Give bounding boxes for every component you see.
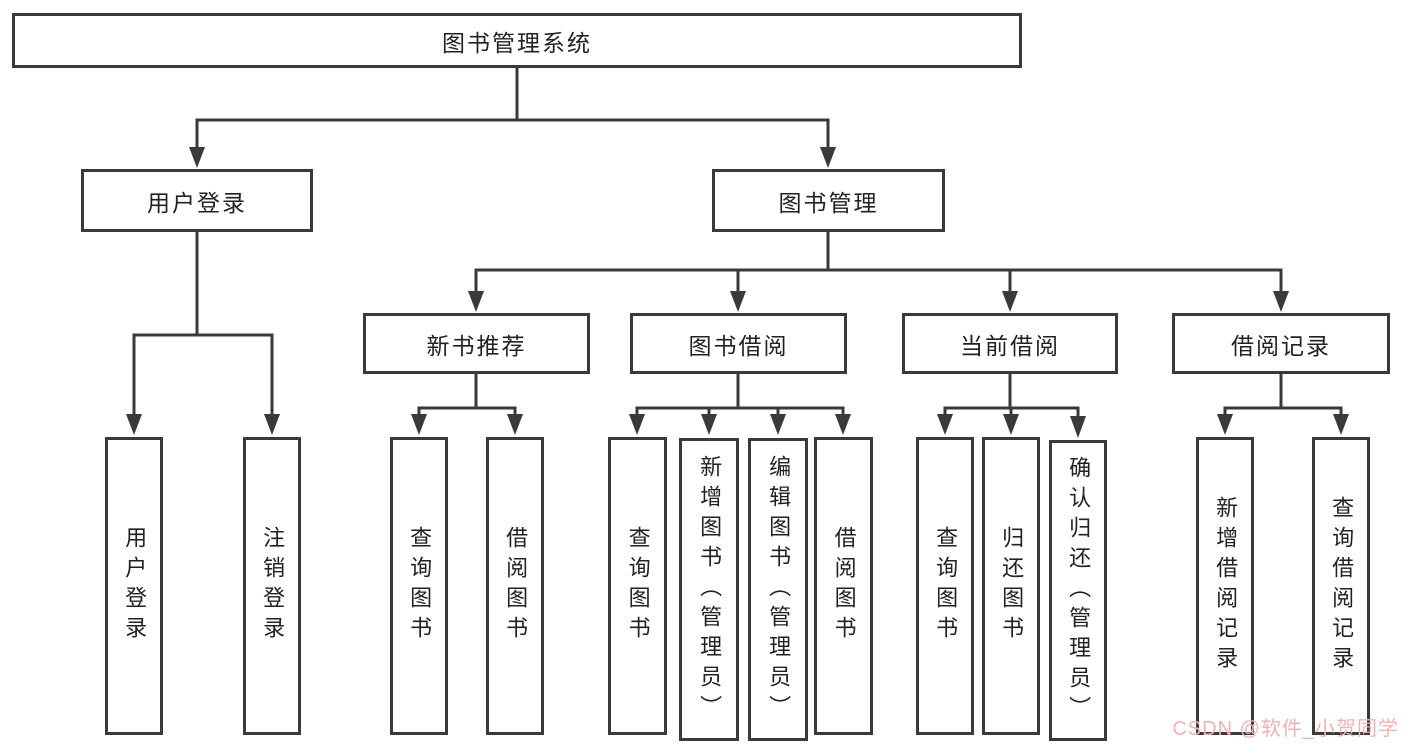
arrowhead: [264, 414, 280, 435]
leaf-label: 查询图书: [625, 526, 651, 646]
csdn-watermark: CSDN @软件_小贺同学: [1172, 718, 1399, 740]
arrowhead: [629, 414, 645, 435]
connector-borrow-branch: [635, 374, 845, 416]
leaf-label: 查询借阅记录: [1329, 496, 1355, 676]
arrowhead: [937, 414, 953, 435]
leaf-label: 编辑图书（管理员）: [766, 454, 792, 725]
arrowhead: [411, 414, 427, 435]
leaf-label: 确认归还（管理员）: [1066, 455, 1092, 726]
arrowhead: [835, 414, 851, 435]
arrowhead: [1333, 414, 1349, 435]
leaf-query-books-current: 查询图书: [916, 437, 974, 735]
node-label: 图书管理: [778, 189, 879, 216]
connector-root-to-level2: [195, 68, 830, 150]
node-root-system: 图书管理系统: [12, 13, 1022, 68]
arrowhead: [1273, 291, 1289, 312]
arrowhead: [1070, 416, 1086, 438]
arrowhead: [189, 147, 205, 168]
leaf-label: 注销登录: [260, 526, 286, 646]
node-label: 当前借阅: [960, 332, 1060, 359]
arrowhead: [468, 291, 484, 312]
arrowhead: [770, 414, 786, 435]
leaf-add-borrow-record: 新增借阅记录: [1196, 437, 1254, 735]
arrowhead: [126, 414, 142, 435]
leaf-query-borrow-record: 查询借阅记录: [1312, 437, 1370, 735]
node-current-borrow: 当前借阅: [902, 313, 1118, 374]
node-label: 用户登录: [147, 189, 247, 216]
arrowhead: [730, 291, 746, 312]
connector-records-branch: [1223, 374, 1343, 416]
leaf-borrow-books: 借阅图书: [814, 437, 873, 735]
leaf-label: 新增图书（管理员）: [697, 454, 723, 725]
leaf-label: 借阅图书: [831, 526, 857, 646]
leaf-return-books: 归还图书: [982, 437, 1040, 735]
node-label: 图书管理系统: [442, 29, 592, 56]
leaf-label: 查询图书: [933, 526, 959, 646]
leaf-label: 查询图书: [407, 526, 433, 646]
node-borrow-records: 借阅记录: [1172, 313, 1390, 374]
node-new-book-recommend: 新书推荐: [363, 313, 590, 374]
arrowhead: [1217, 414, 1233, 435]
leaf-query-books-recommend: 查询图书: [390, 437, 448, 735]
leaf-confirm-return-admin: 确认归还（管理员）: [1049, 440, 1107, 741]
node-label: 图书借阅: [688, 332, 789, 359]
arrowhead: [507, 414, 523, 435]
arrowhead: [820, 147, 836, 168]
node-user-login: 用户登录: [81, 169, 313, 232]
connector-login-branch: [132, 232, 274, 416]
node-book-management: 图书管理: [712, 169, 945, 232]
leaf-label: 用户登录: [122, 526, 148, 646]
connector-current-branch: [943, 374, 1080, 418]
node-label: 借阅记录: [1231, 332, 1331, 359]
node-label: 新书推荐: [426, 332, 527, 359]
arrowhead: [1003, 414, 1019, 435]
leaf-label: 归还图书: [999, 526, 1025, 646]
arrowhead: [701, 414, 717, 435]
leaf-query-books-borrow: 查询图书: [608, 437, 667, 735]
leaf-label: 借阅图书: [503, 526, 529, 646]
leaf-label: 新增借阅记录: [1213, 496, 1239, 676]
leaf-edit-books-admin: 编辑图书（管理员）: [748, 438, 808, 741]
connector-management-to-level3: [474, 232, 1283, 293]
leaf-user-login: 用户登录: [105, 437, 163, 735]
leaf-borrow-books-recommend: 借阅图书: [486, 437, 544, 735]
node-book-borrow: 图书借阅: [630, 313, 847, 374]
leaf-logout: 注销登录: [243, 437, 301, 735]
connector-recommend-branch: [417, 374, 517, 416]
arrowhead: [1002, 291, 1018, 312]
leaf-add-books-admin: 新增图书（管理员）: [679, 438, 739, 741]
